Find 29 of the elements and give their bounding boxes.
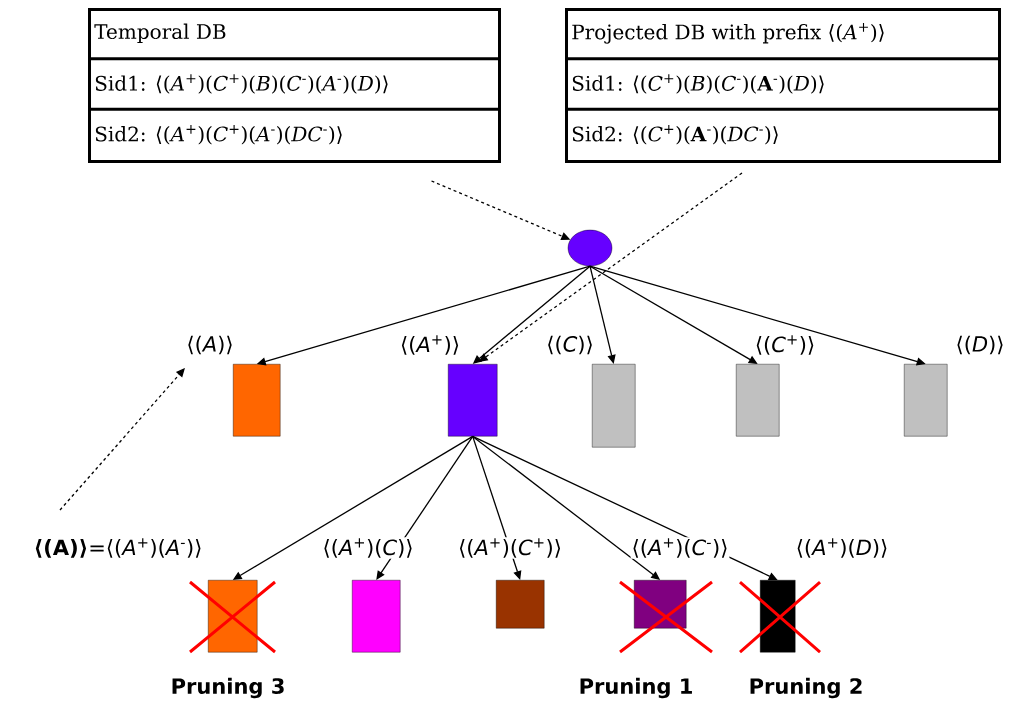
tree-box — [736, 364, 780, 437]
table-text: Sid2: ⟨(A$^{+}$)(C$^{+}$)(A$^{-}$)(DC$^{-}$)⟩ — [95, 125, 342, 145]
node-label: ⟨(A$^{+}$)⟩ — [399, 334, 461, 356]
tree-box — [592, 364, 636, 448]
table-text: Sid1: ⟨(A$^{+}$)(C$^{+}$)(B)(C$^{-}$)(A$^{-}$)(D)⟩ — [95, 74, 388, 94]
table-text: Sid1: ⟨(C$^{+}$)(B)(C$^{-}$)(A$^{-}$)(D)⟩ — [572, 74, 824, 94]
pruning-label: Pruning 2 — [747, 676, 865, 700]
pruning-label: Pruning 1 — [577, 676, 695, 700]
table-text: Projected DB with prefix ⟨(A$^{+}$)⟩ — [572, 22, 884, 44]
arrow — [59, 368, 185, 511]
node-label: ⟨(A$^{+}$)(C)⟩ — [321, 537, 415, 559]
tree-box — [448, 364, 498, 437]
tree-box — [904, 364, 948, 437]
pruning-label: Pruning 3 — [169, 676, 287, 700]
node-label: ⟨(A$^{+}$)(C$^{+}$)⟩ — [457, 537, 563, 559]
tree-box — [352, 580, 401, 653]
node-label: ⟨(A)⟩=⟨(A$^{+}$)(A$^{-}$)⟩ — [32, 537, 204, 559]
arrow — [589, 265, 616, 364]
tree-box — [233, 364, 281, 437]
node-label: ⟨(A$^{+}$)(D)⟩ — [794, 537, 890, 559]
tree-box — [496, 580, 545, 629]
node-label: ⟨(A)⟩ — [185, 334, 235, 356]
table-text: Temporal DB — [94, 23, 226, 43]
node-label: ⟨(A$^{+}$)(C$^{-}$)⟩ — [630, 537, 730, 559]
node-label: ⟨(D)⟩ — [954, 334, 1006, 356]
node-label: ⟨(C$^{+}$)⟩ — [753, 334, 817, 356]
table-text: Sid2: ⟨(C$^{+}$)(A$^{-}$)(DC$^{-}$)⟩ — [572, 125, 778, 145]
node-label: ⟨(C)⟩ — [545, 334, 595, 356]
ellipse-node — [567, 229, 613, 267]
